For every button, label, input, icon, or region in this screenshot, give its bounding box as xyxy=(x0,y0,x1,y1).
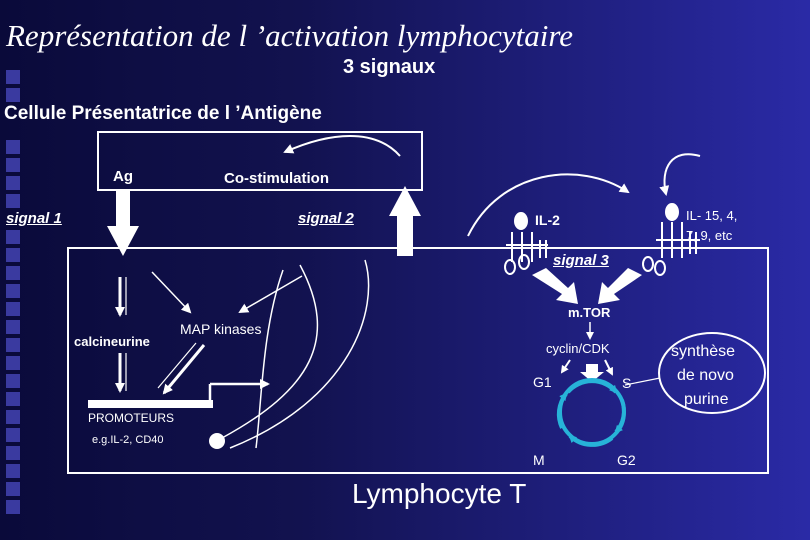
lymphocyte-box xyxy=(67,247,769,474)
il15-curve-arrow xyxy=(659,153,701,196)
sig2-curve-left xyxy=(255,269,284,449)
signal2-label: signal 2 xyxy=(298,210,354,227)
promoter-bar xyxy=(88,400,213,408)
cyclin-s-arrow xyxy=(604,359,613,376)
sig2-curve-right xyxy=(229,259,370,449)
g1-s-block-arrow xyxy=(580,364,604,382)
ag-label: Ag xyxy=(113,168,133,185)
sig2-curve-mid xyxy=(221,264,319,439)
s-label: S xyxy=(622,375,632,391)
receptor-right xyxy=(642,203,700,276)
decorative-squares xyxy=(6,70,20,514)
apc-box xyxy=(97,131,423,191)
il15-label-1: IL- 15, 4, xyxy=(686,208,738,223)
cycle-arrow-bottom xyxy=(568,434,614,447)
slide-subtitle: 3 signaux xyxy=(343,56,436,78)
mtor-right-arrow xyxy=(598,268,642,304)
signal1-big-arrow xyxy=(107,190,139,256)
synthese-line-2: de novo xyxy=(677,367,734,384)
cyclin-g1-arrow xyxy=(560,359,571,374)
receptor-left xyxy=(504,212,548,275)
map-diag-arrow2 xyxy=(162,344,206,395)
costim-label: Co-stimulation xyxy=(224,170,329,187)
il2-curve-arrow xyxy=(467,173,630,237)
mtor-label: m.TOR xyxy=(568,305,611,320)
lymphocyte-label: Lymphocyte T xyxy=(352,478,527,509)
slide-title: Représentation de l ’activation lymphocy… xyxy=(6,18,574,53)
eg-label: e.g.IL-2, CD40 xyxy=(92,434,164,446)
promoteurs-label: PROMOTEURS xyxy=(88,411,175,425)
synthese-line-1: synthèse xyxy=(671,343,736,360)
apc-label: Cellule Présentatrice de l ’Antigène xyxy=(4,103,322,124)
cycle-arrow-right xyxy=(614,399,626,434)
signal1-label: signal 1 xyxy=(6,210,62,227)
map-diag-arrow xyxy=(151,271,192,314)
il15-label-2: 7, 9, etc xyxy=(686,228,733,243)
mtor-left-arrow xyxy=(532,268,578,304)
g2-label: G2 xyxy=(617,452,636,468)
synthese-line-3: purine xyxy=(684,391,729,408)
costim-curve-arrow xyxy=(283,135,401,157)
signal3-label: signal 3 xyxy=(553,252,609,269)
il2-label: IL-2 xyxy=(535,212,560,228)
m-label: M xyxy=(533,452,545,468)
map-diag-arrow3 xyxy=(157,342,197,389)
cyclin-label: cyclin/CDK xyxy=(546,341,610,356)
map-kinases-label: MAP kinases xyxy=(180,321,262,337)
sig2-to-map xyxy=(238,275,303,314)
promoter-dot xyxy=(209,433,225,449)
cycle-arrow-left xyxy=(556,392,568,429)
synthese-pointer xyxy=(624,377,661,386)
g1-label: G1 xyxy=(533,374,552,390)
calcineurine-label: calcineurine xyxy=(74,334,150,349)
synthese-oval xyxy=(658,332,766,414)
signal2-big-arrow xyxy=(389,186,421,256)
cycle-arrow-top xyxy=(566,379,618,394)
